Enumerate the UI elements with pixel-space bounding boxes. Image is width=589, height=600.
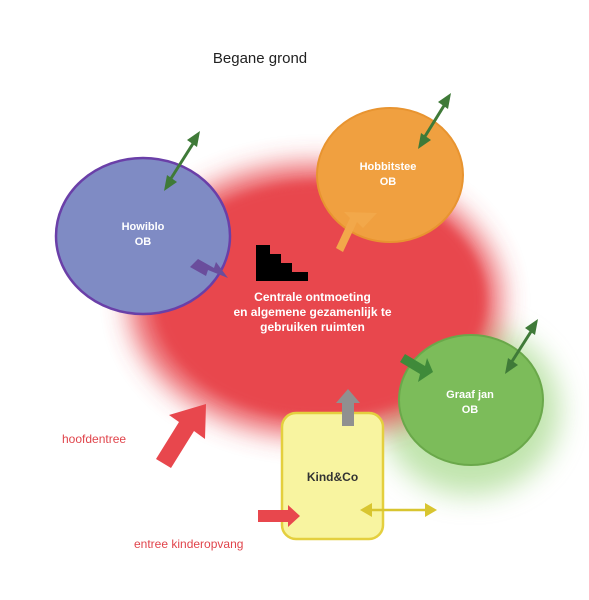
hobbitstee-name: Hobbitstee — [359, 161, 417, 173]
central-area-label: Centrale ontmoeting en algemene gezamenl… — [205, 290, 420, 335]
howiblo-label: Howiblo OB — [98, 220, 188, 250]
graafjan-label: Graaf jan OB — [420, 388, 520, 418]
hobbitstee-sub: OB — [379, 176, 397, 188]
graafjan-entry-arrow — [400, 354, 433, 382]
kindco-entry-arrow — [336, 389, 360, 426]
howiblo-entry-arrow — [190, 259, 228, 278]
howiblo-circle — [54, 156, 232, 316]
main-entrance-arrow — [156, 404, 206, 468]
howiblo-sub: OB — [134, 236, 152, 248]
childcare-entrance-label: entree kinderopvang — [134, 537, 244, 551]
graafjan-double-arrow — [505, 319, 538, 374]
hobbitstee-entry-arrow — [336, 212, 377, 252]
kindco-double-arrow — [360, 503, 437, 517]
page-title: Begane grond — [212, 50, 308, 67]
howiblo-name: Howiblo — [121, 221, 165, 233]
main-entrance-label: hoofdentree — [62, 432, 127, 446]
graafjan-sub: OB — [461, 404, 479, 416]
hobbitstee-label: Hobbitstee OB — [338, 160, 438, 190]
center-line-3: gebruiken ruimten — [260, 320, 365, 334]
kindco-box — [280, 411, 385, 541]
center-line-2: en algemene gezamenlijk te — [233, 305, 392, 319]
howiblo-double-arrow — [164, 131, 200, 191]
graafjan-name: Graaf jan — [446, 389, 494, 401]
center-line-1: Centrale ontmoeting — [254, 290, 371, 304]
hobbitstee-double-arrow — [418, 93, 451, 149]
childcare-entrance-arrow — [258, 505, 300, 527]
kindco-label: Kind&Co — [306, 470, 359, 484]
stairs-icon — [256, 245, 308, 281]
